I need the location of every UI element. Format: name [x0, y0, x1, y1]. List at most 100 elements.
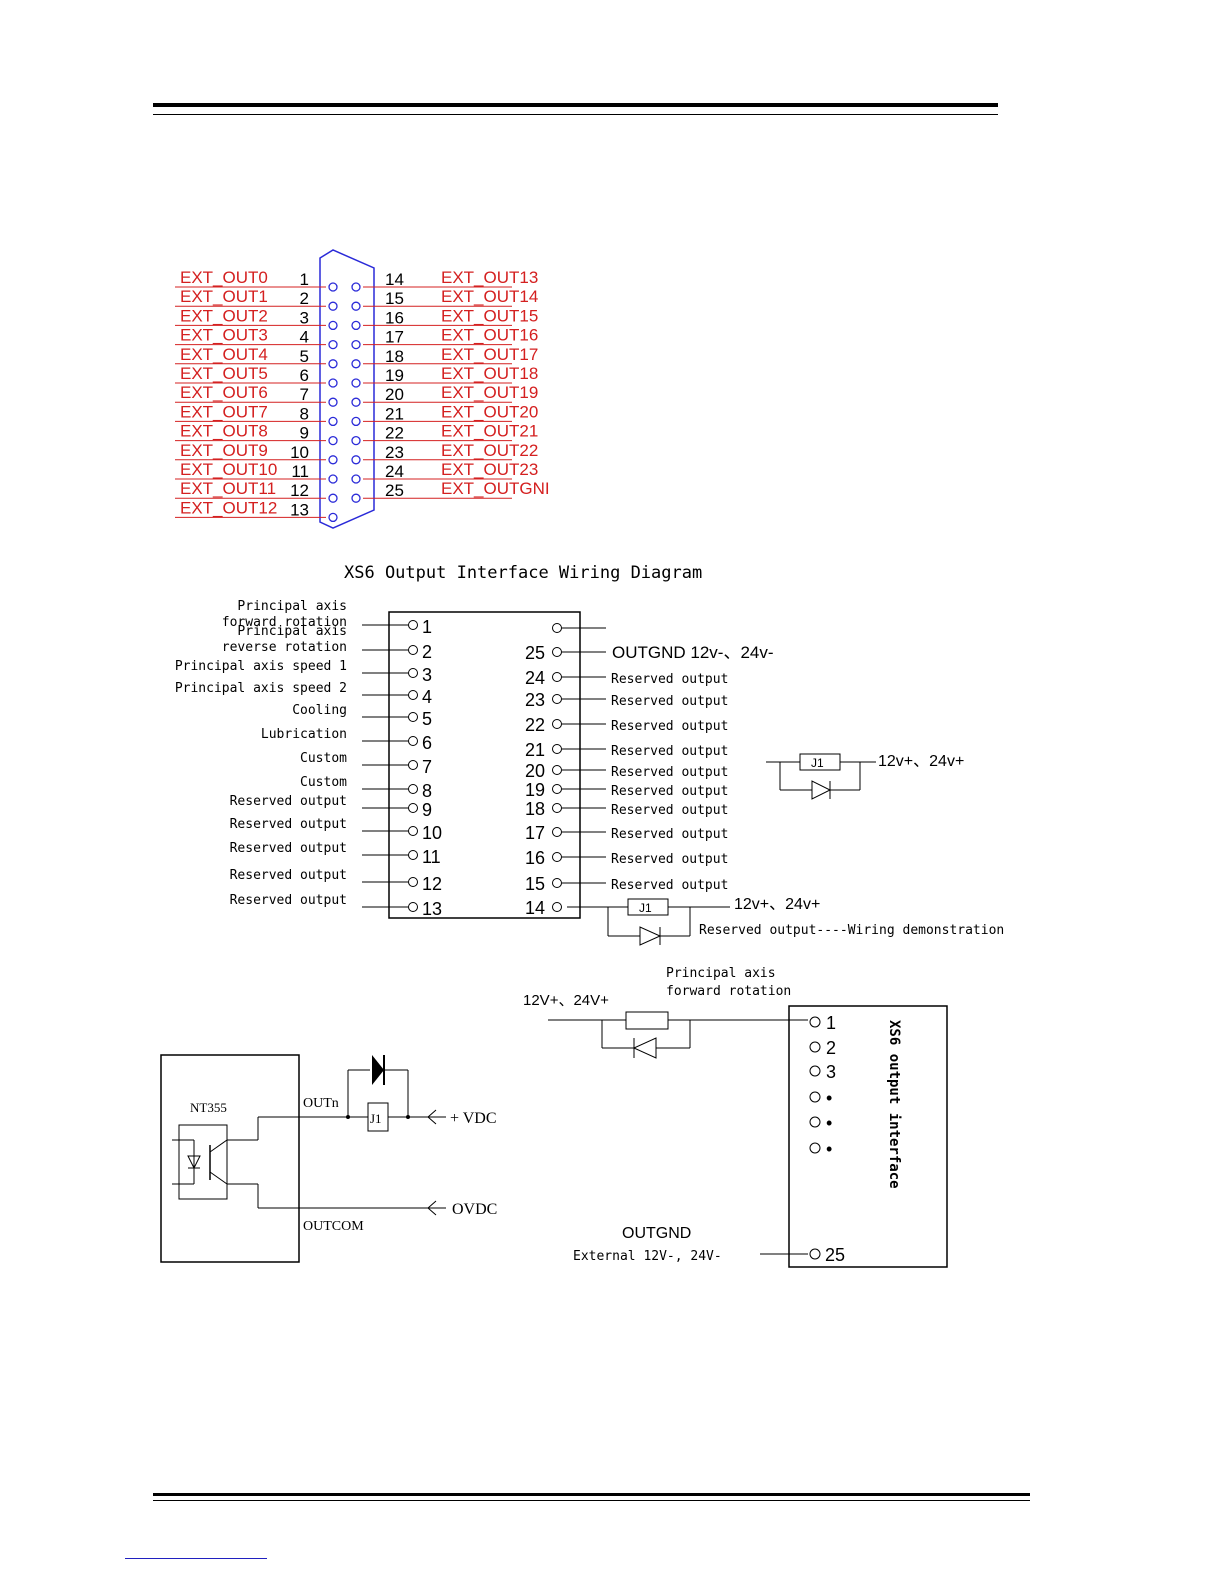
db25-pin-6 [328, 378, 338, 388]
db25-pin-15 [351, 301, 361, 311]
example-pin-num-5: • [826, 1113, 832, 1133]
xs6-right-num-15: 15 [525, 874, 545, 894]
example-pin-num-3: 3 [826, 1062, 836, 1082]
db25-left-label-10: EXT_OUT9 [180, 441, 268, 460]
xs6-left-label-7: Custom [300, 751, 347, 766]
xs6-side-label: XS6 output interface [886, 1020, 902, 1189]
xs6-left-num-2: 2 [422, 642, 432, 662]
db25-pin-4 [328, 339, 338, 350]
db25-right-label-19: EXT_OUT18 [441, 364, 538, 383]
example-load-label-line1: Principal axis [666, 966, 776, 981]
example-load-label-line2: forward rotation [666, 984, 791, 999]
db25-right-label-24: EXT_OUT23 [441, 460, 538, 479]
db25-left-num-2: 2 [300, 289, 309, 308]
db25-left-num-11: 11 [291, 462, 309, 481]
xs6-right-label-18: Reserved output [611, 803, 728, 818]
wiring-diagram-title: XS6 Output Interface Wiring Diagram [344, 563, 702, 583]
xs6-top-spare-terminal [552, 623, 562, 633]
db25-left-num-5: 5 [300, 347, 309, 366]
opto-com-label: OUTCOM [303, 1219, 364, 1234]
xs6-left-num-9: 9 [422, 800, 432, 820]
example-load-resistor [625, 1011, 669, 1030]
db25-left-label-7: EXT_OUT6 [180, 383, 268, 402]
xs6-right-terminal-22 [552, 719, 562, 729]
xs6-right-terminal-21 [552, 744, 562, 754]
db25-right-label-22: EXT_OUT21 [441, 422, 538, 441]
xs6-left-label-13: Reserved output [230, 893, 347, 908]
db25-right-label-25: EXT_OUTGNI [441, 479, 550, 498]
xs6-left-terminal-1 [408, 620, 418, 630]
xs6-left-terminal-11 [408, 850, 418, 860]
xs6-right-num-19: 19 [525, 780, 545, 800]
example-terminal-6 [809, 1142, 821, 1154]
vdc-plus-label: + VDC [450, 1110, 497, 1127]
db25-right-num-19: 19 [385, 366, 404, 385]
example-pin-num-2: 2 [826, 1038, 836, 1058]
example-terminal-3 [809, 1065, 821, 1077]
xs6-left-terminal-4 [408, 690, 418, 700]
db25-pin-12 [328, 493, 338, 503]
header-rule-thick [153, 103, 998, 107]
example-terminal-2 [809, 1041, 821, 1053]
xs6-left-num-6: 6 [422, 733, 432, 753]
db25-pin-2 [328, 301, 338, 311]
db25-left-num-6: 6 [300, 366, 309, 385]
db25-pin-23 [351, 455, 361, 465]
db25-right-label-23: EXT_OUT22 [441, 441, 538, 460]
example-pin-25: 25 [825, 1245, 845, 1265]
xs6-right-terminal-17 [552, 827, 562, 837]
header-rule-thin [153, 114, 998, 115]
db25-left-num-9: 9 [300, 424, 309, 443]
xs6-left-label-1: forward rotation [222, 615, 347, 630]
db25-pin-3 [328, 320, 338, 331]
db25-pin-17 [351, 339, 361, 350]
db25-right-label-18: EXT_OUT17 [441, 345, 538, 364]
xs6-left-terminal-8 [408, 784, 418, 794]
db25-right-label-20: EXT_OUT19 [441, 383, 538, 402]
xs6-left-num-10: 10 [422, 823, 442, 843]
xs6-left-label-4: Principal axis speed 2 [175, 681, 347, 696]
xs6-right-num-23: 23 [525, 690, 545, 710]
xs6-left-num-1: 1 [422, 617, 432, 637]
xs6-left-terminal-3 [408, 668, 418, 678]
db25-left-label-11: EXT_OUT10 [180, 460, 277, 479]
vdc-plus-arrow-icon [427, 1109, 437, 1125]
xs6-right-label-23: Reserved output [611, 694, 728, 709]
db25-right-num-22: 22 [385, 424, 404, 443]
db25-shell [319, 249, 375, 529]
opto-module-box [160, 1054, 300, 1263]
xs6-left-num-3: 3 [422, 665, 432, 685]
wiring-demo-label: Reserved output----Wiring demonstration [699, 923, 1004, 938]
xs6-left-label-11: Reserved output [230, 841, 347, 856]
vdc-zero-label: OVDC [452, 1201, 497, 1218]
opto-relay-label: J1 [370, 1111, 382, 1126]
example-pin-num-4: • [826, 1088, 832, 1108]
db25-left-label-5: EXT_OUT4 [180, 345, 268, 364]
db25-left-num-8: 8 [300, 404, 309, 423]
diode-icon [811, 780, 832, 800]
db25-pin-13 [328, 512, 338, 523]
db25-pin-21 [351, 416, 361, 427]
pin14-relay-demo: J1 12v+、24v+ Reserved output----Wiring d… [567, 896, 1004, 946]
xs6-right-label-16: Reserved output [611, 852, 728, 867]
example-external-label: External 12V-, 24V- [573, 1249, 722, 1264]
db25-left-label-13: EXT_OUT12 [180, 498, 277, 517]
opto-flyback-diode-icon [372, 1055, 384, 1085]
db25-right-num-16: 16 [385, 308, 404, 327]
xs6-left-terminal-12 [408, 877, 418, 887]
db25-right-num-20: 20 [385, 385, 404, 404]
xs6-left-label-2: Principal axis [237, 624, 347, 639]
opto-chip-label: NT355 [190, 1100, 227, 1115]
xs6-left-label-3: Principal axis speed 1 [175, 659, 347, 674]
xs6-left-terminal-10 [408, 826, 418, 836]
xs6-right-num-20: 20 [525, 761, 545, 781]
xs6-left-num-5: 5 [422, 709, 432, 729]
xs6-left-label-1: Principal axis [237, 599, 347, 614]
db25-left-label-2: EXT_OUT1 [180, 287, 268, 306]
opto-led-icon [187, 1155, 201, 1170]
xs6-right-label-20: Reserved output [611, 765, 728, 780]
db25-pin-11 [328, 474, 338, 484]
